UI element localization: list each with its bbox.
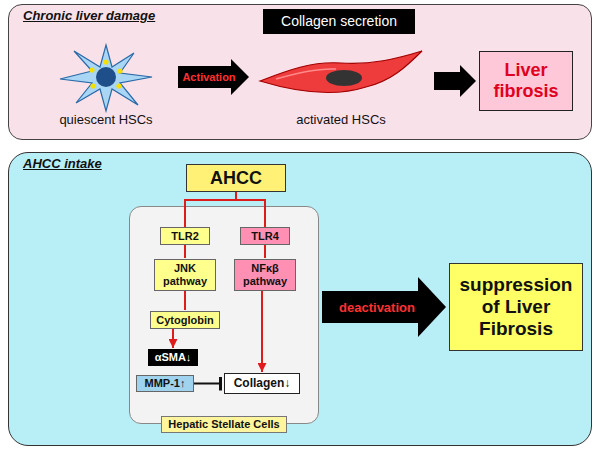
pathway-line <box>185 192 236 227</box>
container-tag: Hepatic Stellate Cells <box>161 416 286 433</box>
pathway-line <box>236 192 265 227</box>
lipid-droplet <box>117 68 122 73</box>
box-label: NFκβ pathway <box>238 262 292 287</box>
cell-nucleus <box>96 67 116 87</box>
marker-box: αSMA↓ <box>148 349 198 366</box>
box-label: Cytoglobin <box>156 314 213 327</box>
lipid-droplet <box>103 59 108 64</box>
lipid-droplet <box>90 83 95 88</box>
box-label: Collagen secretion <box>281 13 397 29</box>
activated-cell-figure <box>256 41 426 113</box>
pathway-line <box>184 245 186 258</box>
flow-arrow <box>434 65 476 97</box>
receptor-box: TLR2 <box>160 227 210 245</box>
outcome-box: suppression of Liver Fibrosis <box>449 263 583 351</box>
cell-nucleus <box>326 70 362 86</box>
pathway-box: NFκβ pathway <box>234 259 296 291</box>
damage-panel: Chronic liver damage Collagen secretion q… <box>8 4 592 140</box>
protein-box: Cytoglobin <box>150 311 220 329</box>
arrow-label: Activation <box>182 71 235 83</box>
pathway-arrow <box>261 291 263 372</box>
title-box: Collagen secretion <box>263 9 415 34</box>
box-label: JNK pathway <box>158 262 212 287</box>
box-label: TLR4 <box>251 230 279 243</box>
panel-heading: AHCC intake <box>23 157 102 172</box>
box-label: suppression of Liver Fibrosis <box>453 274 579 340</box>
cell-figure: quiescent HSCs <box>36 37 176 137</box>
receptor-box: TLR4 <box>240 227 290 245</box>
cell-figure: activated HSCs <box>251 37 431 137</box>
cell-body <box>60 45 152 111</box>
cell-container: Hepatic Stellate CellsTLR2TLR4JNK pathwa… <box>129 206 319 424</box>
lipid-droplet <box>89 67 94 72</box>
activation-arrow <box>178 59 249 95</box>
product-box: Collagen↓ <box>224 373 300 394</box>
box-label: MMP-1↑ <box>145 377 186 390</box>
compound-box: AHCC <box>186 164 286 192</box>
box-label: TLR2 <box>171 230 199 243</box>
inhibition-line <box>194 383 222 385</box>
pathway-box: JNK pathway <box>154 259 216 291</box>
box-label: αSMA↓ <box>155 351 192 364</box>
box-label: quiescent HSCs <box>59 113 152 128</box>
lipid-droplet <box>116 83 121 88</box>
box-label: Collagen↓ <box>234 377 291 391</box>
deactivation-arrow <box>322 277 446 337</box>
panel-heading: Chronic liver damage <box>23 9 155 24</box>
quiescent-cell-figure <box>56 41 156 113</box>
cell-body <box>260 51 422 92</box>
intake-panel: AHCC intakeAHCC Hepatic Stellate Cells TLR… <box>8 152 592 446</box>
enzyme-box: MMP-1↑ <box>136 375 194 392</box>
pathway-line <box>264 245 266 258</box>
box-label: AHCC <box>210 168 262 189</box>
pathway-line <box>184 291 186 310</box>
box-label: activated HSCs <box>296 113 386 128</box>
box-label: Liver fibrosis <box>483 60 569 101</box>
pathway-arrow <box>172 329 174 348</box>
arrow-label: deactivation <box>339 300 415 315</box>
outcome-box: Liver fibrosis <box>479 51 573 111</box>
